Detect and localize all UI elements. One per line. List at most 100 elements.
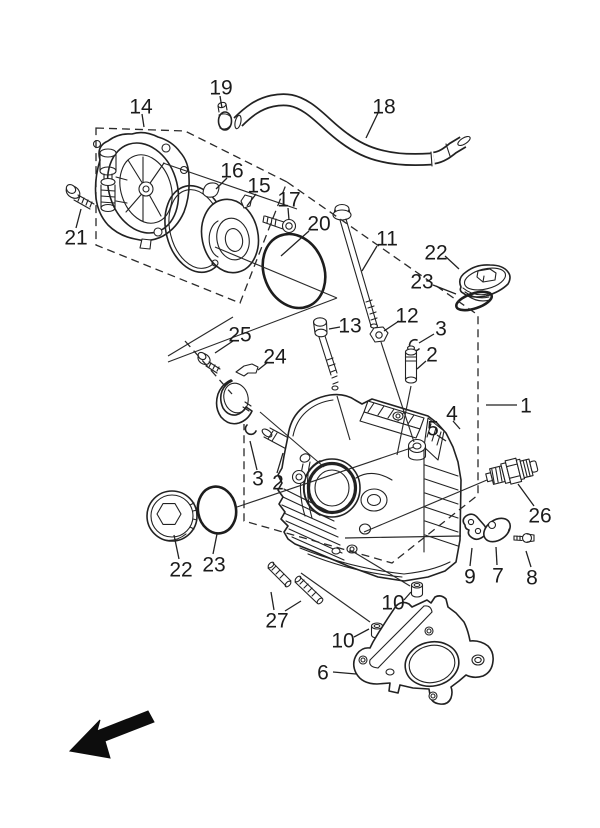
part-label-20: 20 [307, 213, 330, 236]
part-label-8: 8 [526, 567, 538, 590]
part-label-4: 4 [446, 403, 458, 426]
leader-line-27 [271, 592, 274, 610]
leader-line-24 [258, 362, 268, 370]
plug-22b-art [147, 491, 197, 541]
leader-line-5 [437, 435, 446, 441]
leader-line-13 [329, 327, 340, 329]
part-label-17: 17 [277, 189, 300, 212]
bracket-24-art [217, 364, 258, 424]
group-outline-bracket-group [185, 341, 232, 394]
spark-plug-art [484, 454, 540, 490]
assembly-line-plates-to-head [345, 536, 461, 538]
bottom-face [300, 545, 450, 577]
leader-line-22a [445, 256, 459, 269]
assembly-line-bolt11-to-boss [381, 342, 414, 442]
clip-3b-art [245, 425, 256, 434]
part-label-19: 19 [209, 77, 232, 100]
part-label-7: 7 [492, 565, 504, 588]
part-label-26: 26 [528, 505, 551, 528]
part-label-27: 27 [265, 610, 288, 633]
part-label-10b: 10 [331, 630, 354, 653]
leader-line-8 [526, 551, 531, 567]
assembly-line-bracket-panel [168, 317, 233, 356]
assembly-line-dowel-b-to-head [301, 573, 370, 622]
leader-line-14 [142, 114, 144, 127]
leader-line-11 [362, 246, 377, 271]
leader-line-23a [433, 285, 456, 294]
leader-line-2a [417, 361, 426, 369]
bolt-21-art [64, 183, 94, 209]
part-label-23b: 23 [202, 554, 225, 577]
assembly-line-bracket-to-head [260, 412, 324, 467]
leader-line-3a [419, 334, 434, 343]
cover-spokes [126, 157, 164, 221]
plate-9-art [463, 514, 486, 539]
part-label-2a: 2 [426, 344, 438, 367]
part-label-3a: 3 [435, 318, 447, 341]
part-label-21: 21 [64, 227, 87, 250]
cover-assembly-art [94, 133, 190, 249]
part-label-1: 1 [520, 395, 532, 418]
leader-line-19 [220, 96, 222, 108]
leader-line-22b [174, 535, 179, 559]
leader-line-18 [366, 113, 378, 138]
assembly-line-plug22-to-boss [237, 447, 414, 507]
leader-line-10a [404, 592, 411, 600]
screw-17-art [263, 216, 296, 233]
leader-line-25 [215, 341, 233, 353]
part-label-11: 11 [376, 228, 398, 251]
part-label-15: 15 [247, 175, 270, 198]
bolt-13-art [314, 318, 339, 390]
leader-line-10b [354, 629, 369, 637]
leader-line-17 [288, 208, 289, 220]
retainer-plate-art [195, 194, 265, 278]
leader-line-7 [496, 547, 497, 565]
leader-line-15 [247, 194, 256, 206]
assembly-line-guide2a-to-port [397, 386, 411, 455]
valve-spring-detail [356, 473, 392, 534]
part-label-5: 5 [427, 418, 439, 441]
assembly-line-bolt13-to-head [337, 396, 350, 440]
head-gasket-art [354, 596, 493, 704]
bolt-8-art [514, 534, 534, 543]
part-label-22b: 22 [169, 559, 192, 582]
assembly-line-oring-panel-top [215, 247, 337, 298]
part-label-12: 12 [395, 305, 418, 328]
breather-hose-art [234, 100, 472, 166]
part-label-14: 14 [129, 96, 153, 119]
cap-22a-art [460, 264, 510, 301]
assembly-line-dowel-a-to-head [352, 551, 410, 586]
stud-27a-art [267, 561, 292, 588]
leader-line-12 [384, 321, 399, 331]
front-direction-arrow [70, 711, 154, 758]
leader-line-4 [453, 421, 460, 429]
assembly-line-sparkplug-to-hole [364, 480, 487, 532]
group-outline-cover-group-box [96, 128, 287, 303]
part-label-3b: 3 [252, 468, 264, 491]
leader-line-26 [518, 484, 534, 506]
part-label-9: 9 [464, 566, 476, 589]
leader-line-21 [76, 209, 81, 228]
leader-line-2b [277, 453, 283, 473]
clamp-19-art [217, 102, 231, 130]
screw-25-art [196, 351, 220, 373]
part-label-22a: 22 [424, 242, 447, 265]
assembly-line-oring-panel-bot [168, 298, 337, 362]
washer-12-art [370, 327, 388, 342]
stud-27b-art [294, 575, 324, 605]
leader-line-27 [285, 601, 301, 611]
oring-23b-art [194, 484, 240, 537]
dowel-10a-art [412, 582, 423, 597]
oring-23a-art [454, 288, 494, 314]
part-label-23a: 23 [410, 271, 433, 294]
guide-2a-art [406, 346, 417, 383]
part-label-24: 24 [263, 346, 287, 369]
part-label-2b: 2 [272, 472, 284, 495]
part-label-25: 25 [228, 324, 251, 347]
plate-7-art [479, 513, 514, 546]
assembly-line-cover-align [163, 163, 297, 209]
leader-line-6 [333, 672, 356, 674]
part-label-13: 13 [338, 315, 361, 338]
